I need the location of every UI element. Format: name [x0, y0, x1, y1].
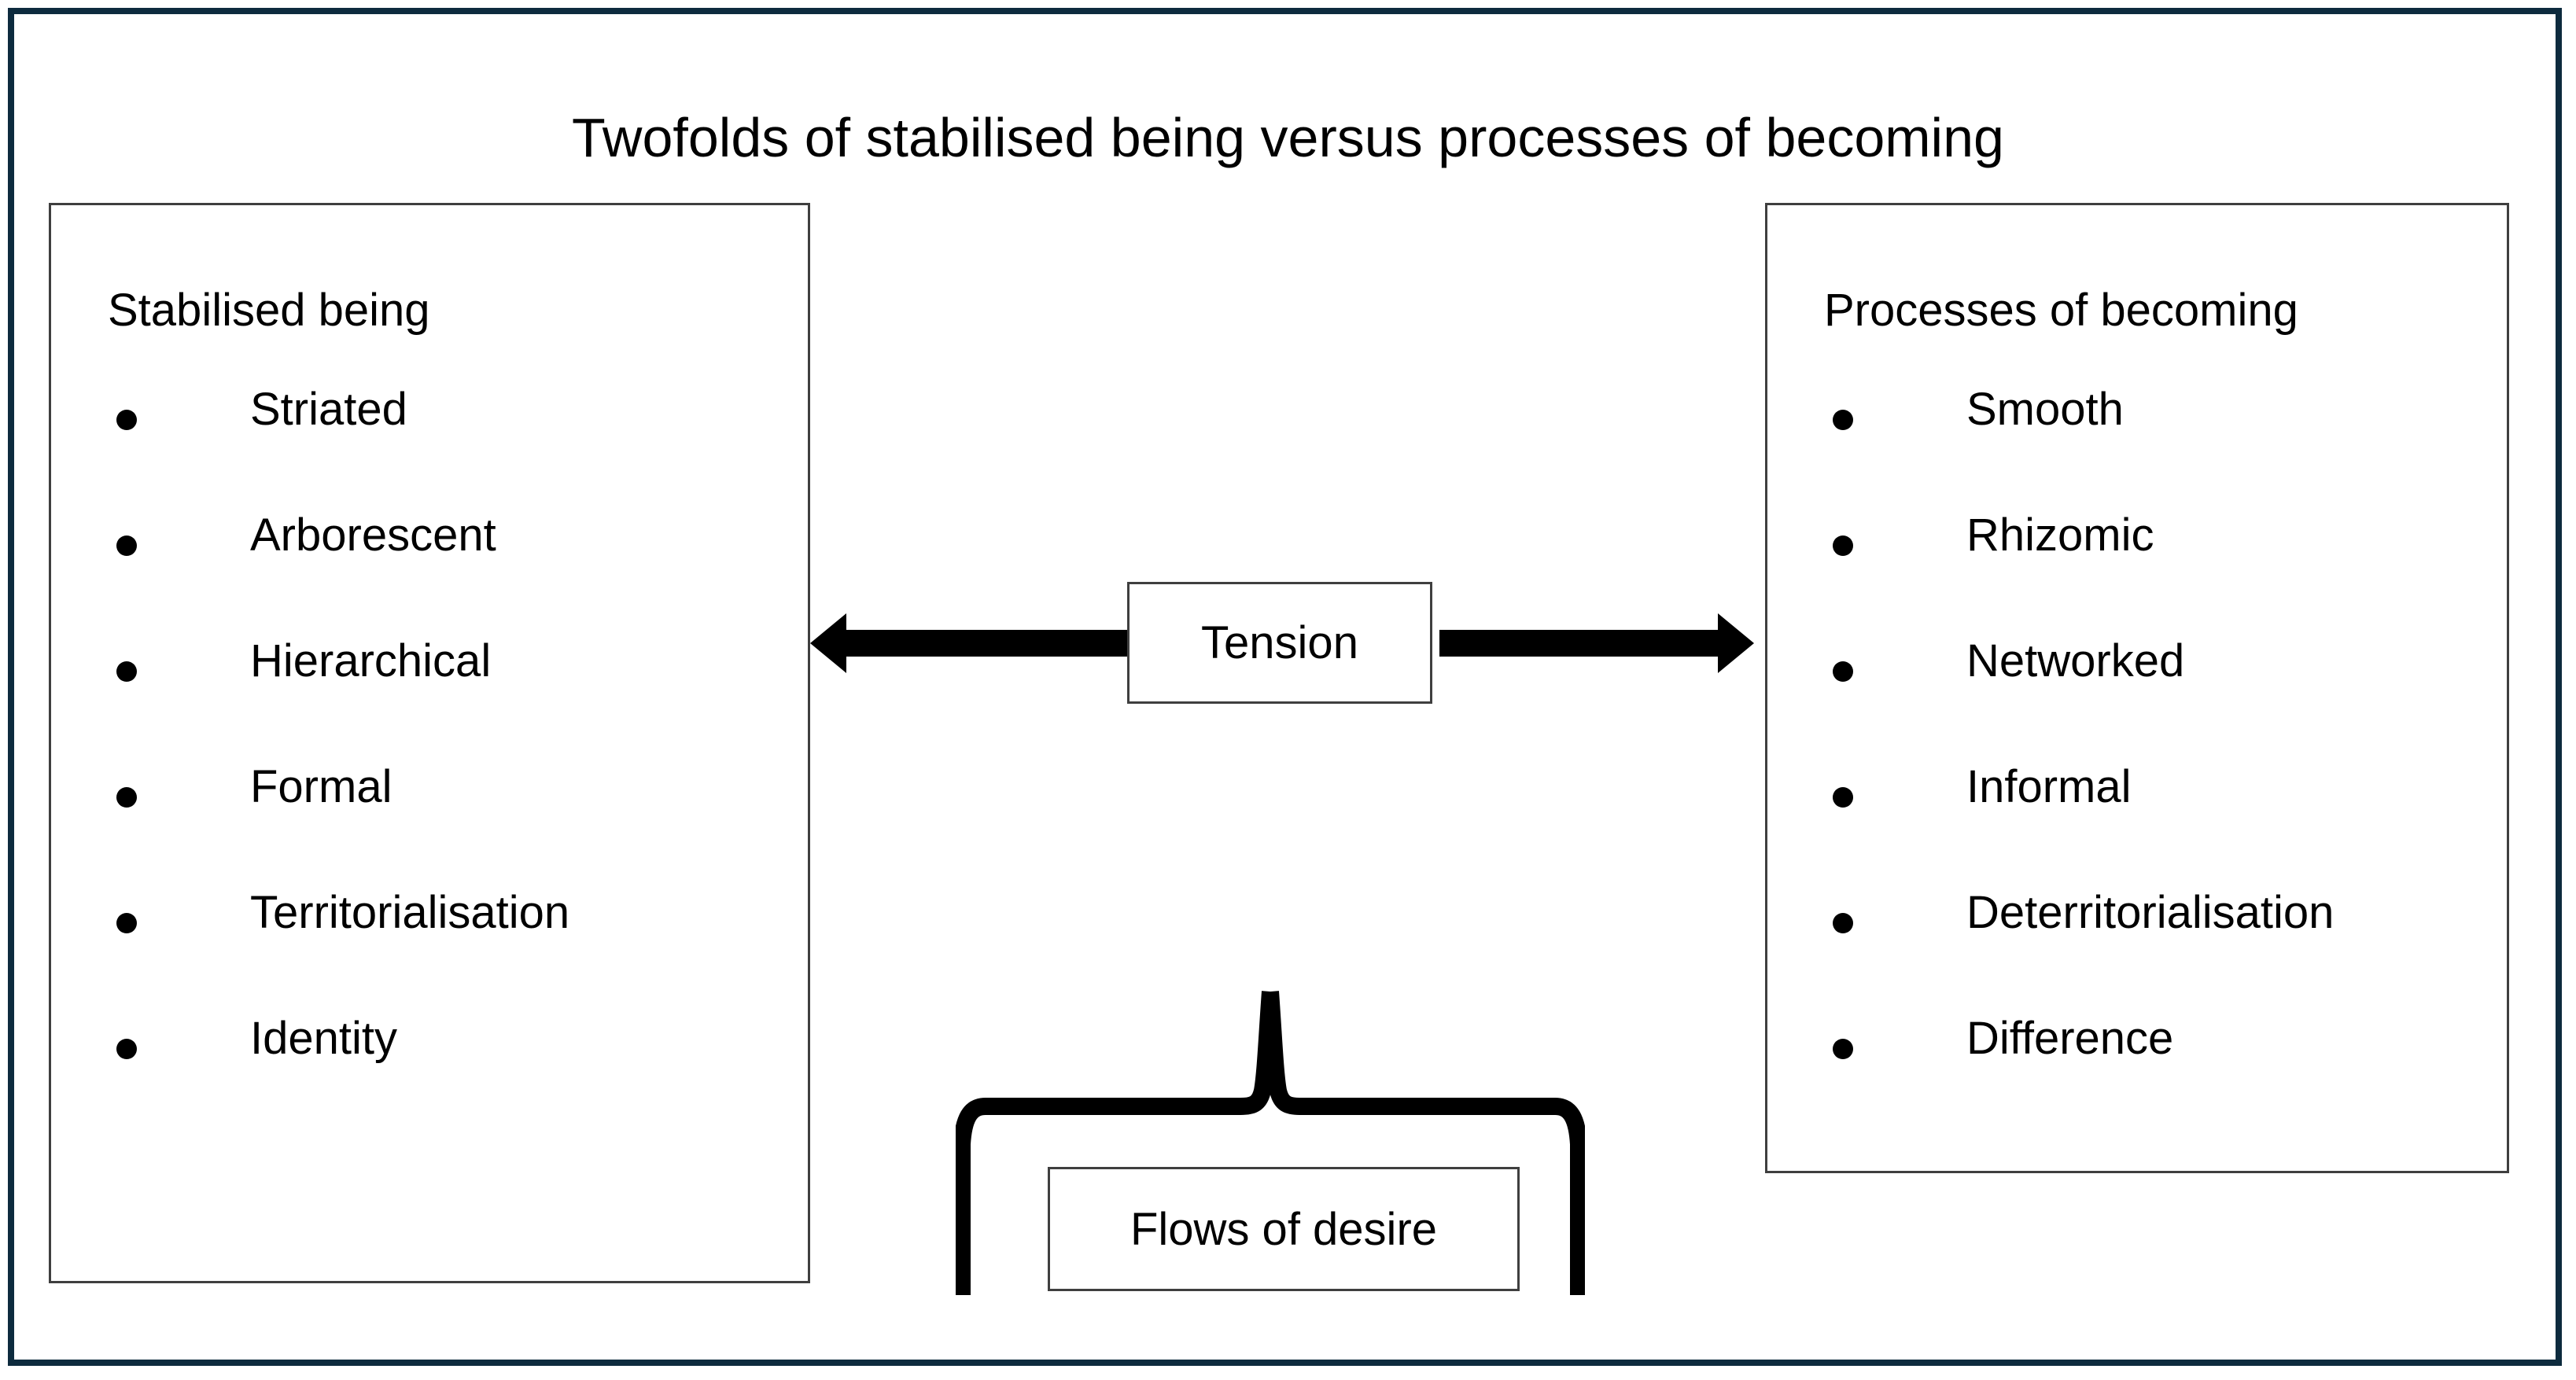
list-item-label: Territorialisation: [250, 887, 570, 938]
list-item: Striated: [51, 372, 808, 498]
list-item-label: Arborescent: [250, 510, 496, 561]
bullet-dot-icon: [1833, 535, 1853, 556]
list-item: Difference: [1767, 1001, 2507, 1127]
list-item: Territorialisation: [51, 875, 808, 1001]
left-arrow-icon: [810, 613, 1133, 673]
list-item-label: Smooth: [1966, 384, 2124, 435]
tension-box: Tension: [1127, 582, 1432, 704]
list-item-label: Hierarchical: [250, 635, 492, 686]
flows-of-desire-label: Flows of desire: [1130, 1203, 1438, 1255]
list-item-label: Identity: [250, 1013, 397, 1064]
processes-of-becoming-list: Smooth Rhizomic Networked Informal Deter…: [1767, 372, 2507, 1127]
list-item-label: Rhizomic: [1966, 510, 2154, 561]
bullet-dot-icon: [116, 1039, 137, 1059]
bullet-dot-icon: [1833, 787, 1853, 808]
bullet-dot-icon: [116, 661, 137, 682]
stabilised-being-panel: Stabilised being Striated Arborescent Hi…: [49, 203, 810, 1283]
list-item-label: Informal: [1966, 761, 2132, 812]
list-item: Informal: [1767, 749, 2507, 875]
flows-of-desire-box: Flows of desire: [1048, 1167, 1520, 1291]
bullet-dot-icon: [116, 535, 137, 556]
tension-label: Tension: [1201, 617, 1358, 668]
list-item: Arborescent: [51, 498, 808, 624]
bullet-dot-icon: [116, 787, 137, 808]
bullet-dot-icon: [1833, 410, 1853, 430]
list-item: Hierarchical: [51, 624, 808, 749]
stabilised-being-heading: Stabilised being: [108, 285, 430, 336]
list-item-label: Striated: [250, 384, 407, 435]
list-item: Smooth: [1767, 372, 2507, 498]
bullet-dot-icon: [1833, 1039, 1853, 1059]
list-item-label: Formal: [250, 761, 392, 812]
processes-of-becoming-panel: Processes of becoming Smooth Rhizomic Ne…: [1765, 203, 2509, 1173]
processes-of-becoming-heading: Processes of becoming: [1824, 285, 2298, 336]
list-item-label: Networked: [1966, 635, 2185, 686]
list-item: Deterritorialisation: [1767, 875, 2507, 1001]
list-item-label: Deterritorialisation: [1966, 887, 2335, 938]
list-item: Rhizomic: [1767, 498, 2507, 624]
list-item: Formal: [51, 749, 808, 875]
curly-brace-up-icon: [956, 991, 1585, 1295]
list-item: Identity: [51, 1001, 808, 1127]
list-item: Networked: [1767, 624, 2507, 749]
bullet-dot-icon: [1833, 913, 1853, 933]
right-arrow-icon: [1439, 613, 1754, 673]
bullet-dot-icon: [116, 410, 137, 430]
bullet-dot-icon: [1833, 661, 1853, 682]
list-item-label: Difference: [1966, 1013, 2174, 1064]
page-title: Twofolds of stabilised being versus proc…: [572, 107, 2004, 168]
stabilised-being-list: Striated Arborescent Hierarchical Formal…: [51, 372, 808, 1127]
bullet-dot-icon: [116, 913, 137, 933]
